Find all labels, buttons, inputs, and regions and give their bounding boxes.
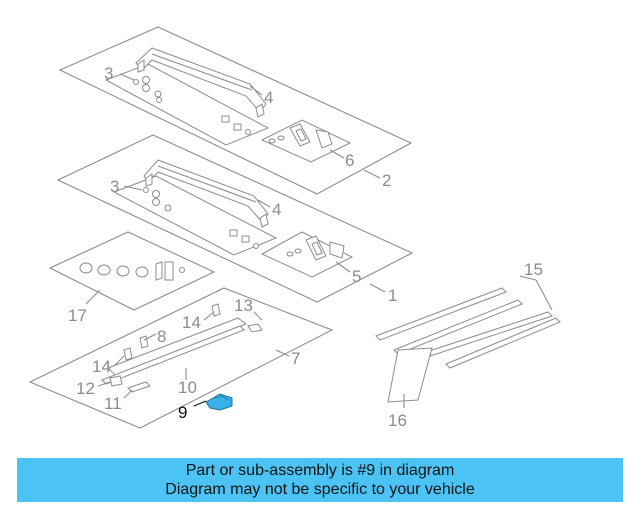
part-9-highlight[interactable] bbox=[205, 393, 233, 411]
callout-5: 5 bbox=[352, 267, 361, 286]
callout-3a: 3 bbox=[104, 64, 113, 83]
callout-14a: 14 bbox=[182, 313, 201, 332]
banner-line-2: Diagram may not be specific to your vehi… bbox=[165, 481, 475, 498]
callout-4b: 4 bbox=[272, 200, 281, 219]
banner-line-1: Part or sub-assembly is #9 in diagram bbox=[185, 462, 455, 479]
callout-1: 1 bbox=[388, 286, 397, 305]
assembly-1-panel bbox=[56, 134, 414, 303]
callout-14b: 14 bbox=[92, 357, 111, 376]
assembly-2-panel bbox=[58, 26, 413, 195]
callout-2: 2 bbox=[382, 171, 391, 190]
callout-17: 17 bbox=[68, 306, 87, 325]
callout-10: 10 bbox=[178, 378, 197, 397]
callout-9: 9 bbox=[178, 403, 187, 422]
assembly-17-panel bbox=[48, 231, 216, 311]
callout-13: 13 bbox=[234, 296, 253, 315]
callout-7: 7 bbox=[291, 349, 300, 368]
assembly-7-panel bbox=[28, 287, 334, 429]
callout-8: 8 bbox=[157, 327, 166, 346]
callout-11: 11 bbox=[104, 394, 122, 413]
callout-6: 6 bbox=[345, 151, 354, 170]
parts-diagram: 3 4 6 2 3 4 5 1 17 13 14 8 7 14 12 10 11… bbox=[28, 26, 561, 430]
callout-15: 15 bbox=[524, 260, 543, 279]
info-banner: Part or sub-assembly is #9 in diagram Di… bbox=[17, 458, 623, 502]
callout-16: 16 bbox=[388, 411, 407, 430]
garnish-16 bbox=[387, 347, 433, 403]
leader-lines bbox=[85, 73, 553, 408]
callout-labels: 3 4 6 2 3 4 5 1 17 13 14 8 7 14 12 10 11… bbox=[68, 64, 543, 430]
callout-3b: 3 bbox=[110, 177, 119, 196]
callout-12: 12 bbox=[76, 379, 95, 398]
callout-4a: 4 bbox=[264, 88, 273, 107]
